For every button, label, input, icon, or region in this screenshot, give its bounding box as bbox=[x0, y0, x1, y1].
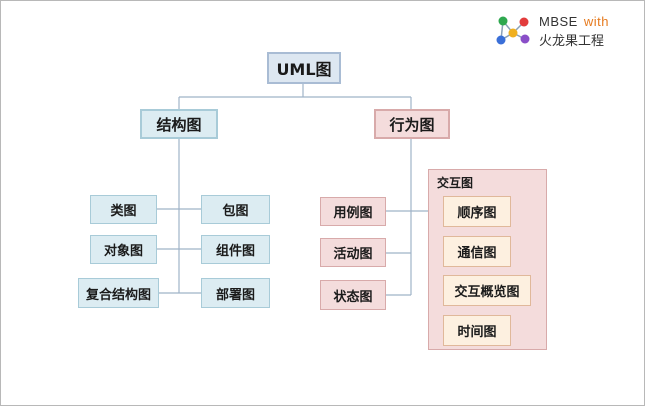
sequence-diagram-node: 顺序图 bbox=[443, 196, 511, 227]
interaction-overview-diagram-node: 交互概览图 bbox=[443, 275, 531, 306]
structure-diagram-node: 结构图 bbox=[140, 109, 218, 139]
communication-diagram-node: 通信图 bbox=[443, 236, 511, 267]
timing-diagram-node: 时间图 bbox=[443, 315, 511, 346]
deployment-diagram-node: 部署图 bbox=[201, 278, 270, 308]
object-diagram-node: 对象图 bbox=[90, 235, 157, 264]
interaction-group-title: 交互图 bbox=[437, 176, 474, 190]
state-diagram-node: 状态图 bbox=[320, 280, 386, 310]
usecase-diagram-node: 用例图 bbox=[320, 197, 386, 226]
behavior-diagram-node: 行为图 bbox=[374, 109, 450, 139]
activity-diagram-node: 活动图 bbox=[320, 238, 386, 267]
composite-structure-diagram-node: 复合结构图 bbox=[78, 278, 159, 308]
component-diagram-node: 组件图 bbox=[201, 235, 270, 264]
root-node: UML图 bbox=[267, 52, 341, 84]
molecule-icon bbox=[496, 16, 530, 45]
brand-org: 火龙果工程 bbox=[539, 34, 605, 49]
class-diagram-node: 类图 bbox=[90, 195, 157, 224]
package-diagram-node: 包图 bbox=[201, 195, 270, 224]
